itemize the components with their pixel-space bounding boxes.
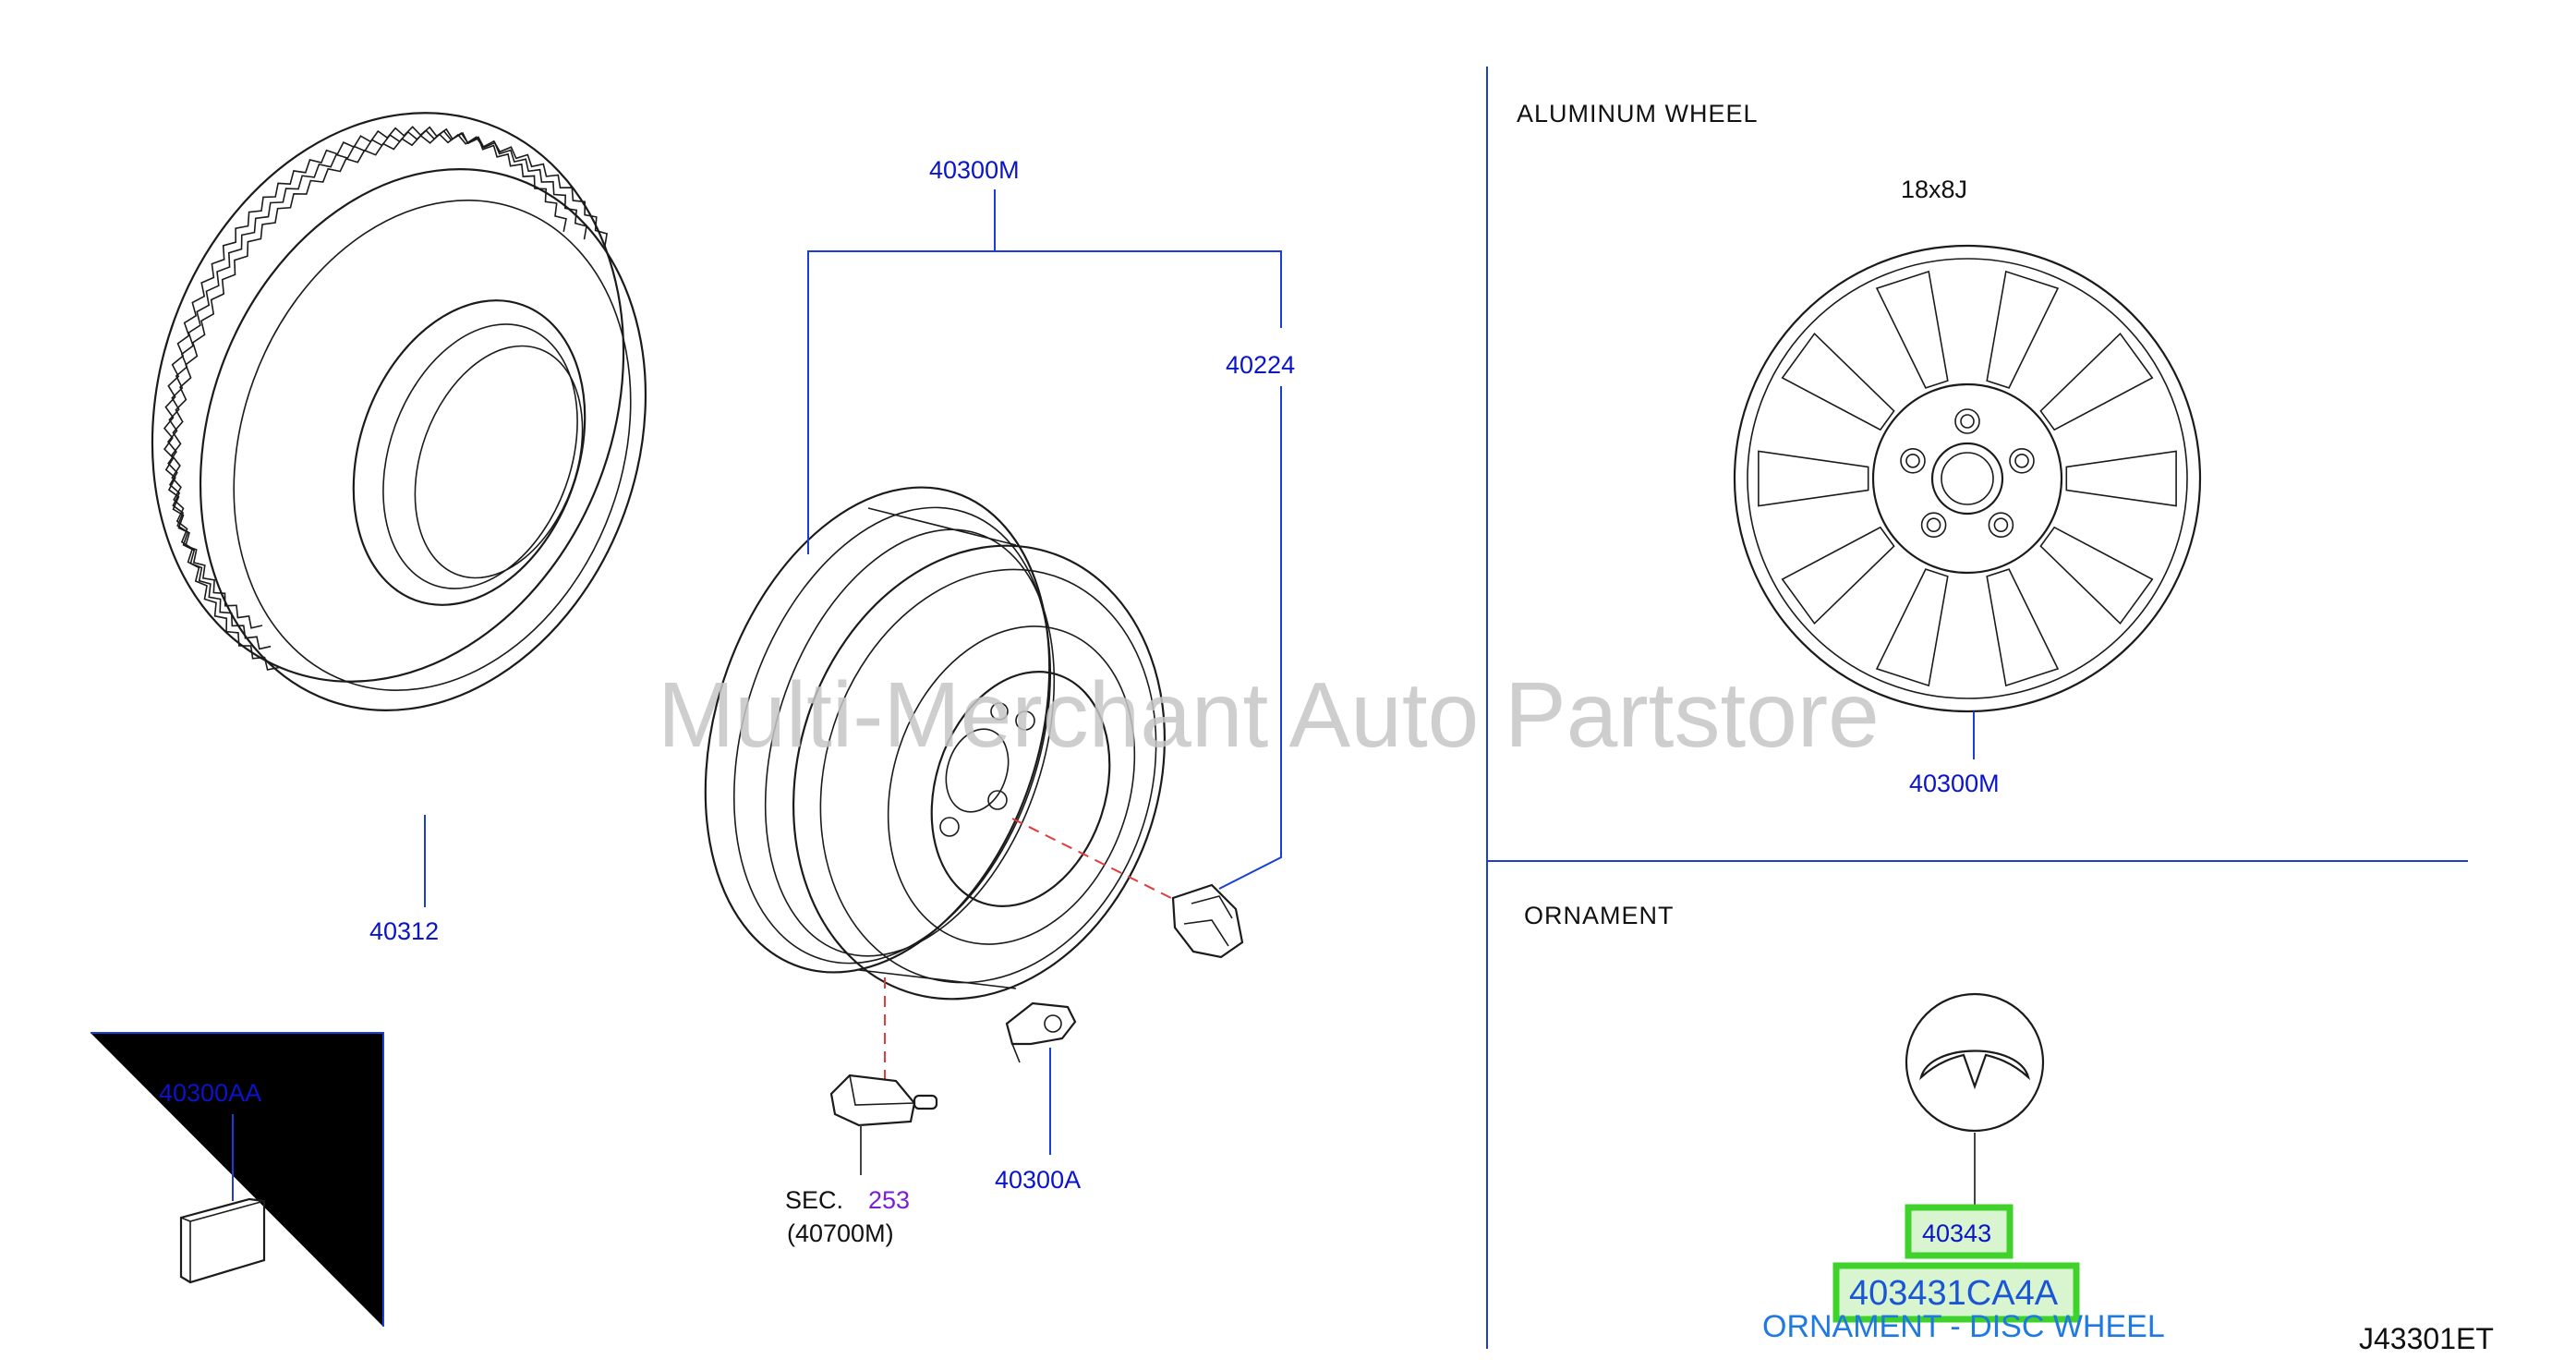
- tire-part-label[interactable]: 40312: [369, 917, 439, 945]
- wheel-assembly-bracket: [807, 250, 1282, 554]
- aluminum-wheel-heading: ALUMINUM WHEEL: [1517, 100, 1759, 127]
- part-number-link[interactable]: 403431CA4A: [1849, 1274, 2059, 1313]
- nut-leader: [1218, 386, 1282, 890]
- inset-box-border: [91, 1032, 384, 1327]
- weight-clip-drawing: [1005, 1001, 1077, 1063]
- diagram-code: J43301ET: [2359, 1322, 2494, 1355]
- infinity-logo-icon: [1918, 1049, 2031, 1090]
- tire-drawing: [151, 112, 647, 711]
- sensor-sec-prefix: SEC.: [785, 1186, 843, 1214]
- part-number-highlight: [1832, 1262, 2080, 1323]
- part-description-link[interactable]: ORNAMENT - DISC WHEEL: [1762, 1309, 2165, 1344]
- nut-part-label[interactable]: 40224: [1226, 351, 1295, 379]
- wheel-size-label: 18x8J: [1901, 176, 1967, 203]
- nut-alignment-line: [1011, 818, 1172, 899]
- ornament-part-highlight: [1905, 1204, 2014, 1259]
- aluminum-wheel-drawing: [1733, 244, 2202, 713]
- weight-clip-part-label[interactable]: 40300A: [995, 1166, 1081, 1194]
- steel-wheel-drawing: [704, 486, 1167, 1001]
- wheel-nut-drawing: [1171, 883, 1244, 959]
- sensor-sec-number-link[interactable]: 253: [868, 1186, 910, 1214]
- ornament-heading: ORNAMENT: [1524, 902, 1675, 929]
- aluminum-wheel-part-label[interactable]: 40300M: [1909, 770, 2000, 797]
- tpms-sensor-drawing: [829, 1074, 938, 1127]
- wheel-assembly-part-label[interactable]: 40300M: [929, 156, 1020, 184]
- ornament-part-label[interactable]: 40343: [1922, 1219, 1991, 1247]
- watermark-text: Multi-Merchant Auto Partstore: [658, 663, 1880, 767]
- ornament-drawing: [1905, 992, 2045, 1133]
- balance-weight-part-label[interactable]: 40300AA: [159, 1079, 261, 1107]
- sensor-ref-label: (40700M): [787, 1219, 894, 1247]
- balance-weight-drawing: [179, 1197, 266, 1284]
